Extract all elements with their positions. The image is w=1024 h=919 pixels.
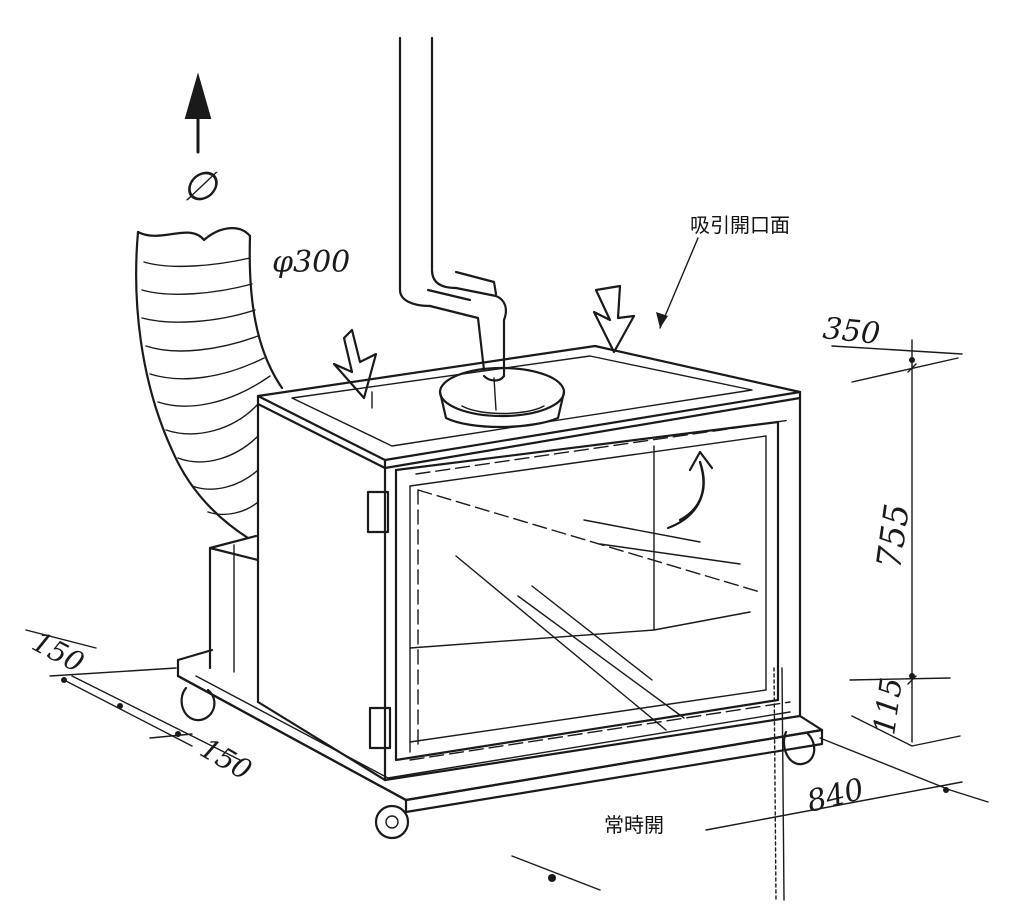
flow-arrow-right bbox=[592, 284, 636, 354]
flexible-duct bbox=[135, 227, 284, 540]
exhaust-diameter-symbol: ∅ bbox=[182, 164, 219, 210]
dimension-depth-top: 350 bbox=[821, 311, 882, 352]
exhaust-arrow bbox=[184, 72, 212, 154]
dimension-height: 755 bbox=[869, 501, 918, 571]
dimension-width: 840 bbox=[803, 772, 867, 820]
hood-box bbox=[256, 344, 802, 782]
dimension-offset-b: 150 bbox=[195, 731, 258, 786]
suction-leader bbox=[656, 237, 699, 329]
always-open-label: 常時開 bbox=[604, 813, 664, 837]
dimension-lines bbox=[25, 339, 989, 901]
blower-box bbox=[208, 534, 260, 673]
cart-base bbox=[176, 648, 824, 840]
flow-arrow-left bbox=[332, 328, 378, 400]
duct-diameter-label: φ300 bbox=[272, 245, 350, 280]
dimension-base-height: 115 bbox=[867, 676, 910, 738]
vertical-pipe bbox=[398, 36, 507, 411]
suction-opening-label: 吸引開口面 bbox=[690, 213, 790, 237]
